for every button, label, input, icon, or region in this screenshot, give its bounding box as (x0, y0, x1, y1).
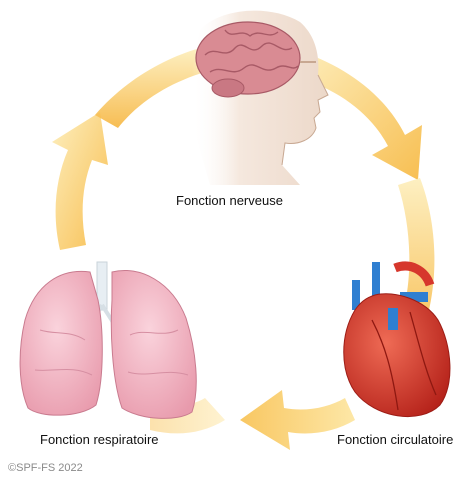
label-circulatory-function: Fonction circulatoire (337, 432, 454, 447)
heart-icon (343, 261, 451, 417)
copyright-notice: ©SPF-FS 2022 (8, 462, 83, 474)
lungs-icon (19, 261, 197, 419)
head-brain-icon (191, 10, 329, 185)
arrow-circulatory-to-respiratory (240, 390, 355, 450)
label-nervous-function: Fonction nerveuse (176, 193, 283, 208)
label-respiratory-function: Fonction respiratoire (40, 432, 159, 447)
